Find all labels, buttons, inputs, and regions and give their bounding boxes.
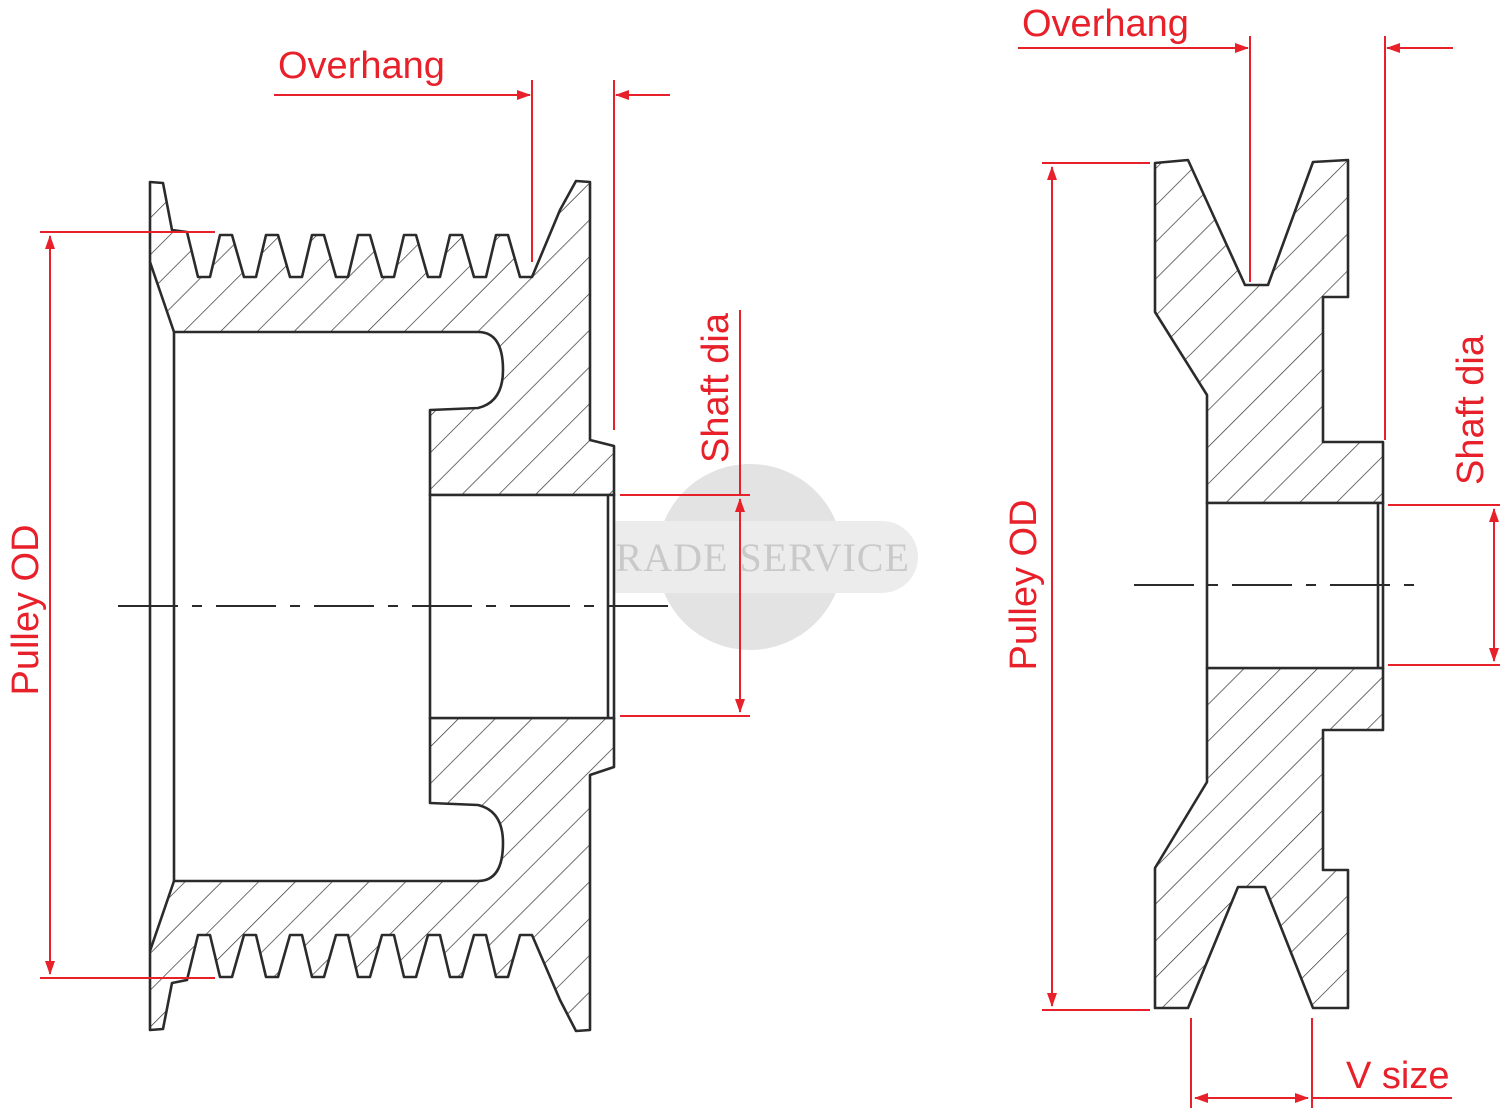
right-vsize-label: V size <box>1346 1055 1449 1097</box>
watermark-text: TRADE SERVICE <box>590 535 910 580</box>
right-overhang-label: Overhang <box>1022 3 1189 45</box>
right-pulley-lower-body <box>1153 666 1385 1010</box>
left-pulley-section <box>118 179 668 1033</box>
left-pulley-upper-body <box>148 179 616 497</box>
right-pulley-upper-body <box>1153 158 1385 505</box>
right-shaft-label: Shaft dia <box>1450 334 1492 485</box>
right-pulley-bore <box>1205 501 1385 670</box>
left-od-label: Pulley OD <box>5 524 47 695</box>
right-od-label: Pulley OD <box>1003 499 1045 670</box>
left-dimensions: Overhang Pulley OD Shaft dia <box>5 45 750 979</box>
left-pulley-lower-body <box>148 716 616 1033</box>
right-pulley-section <box>1134 158 1420 1010</box>
left-shaft-label: Shaft dia <box>695 312 737 463</box>
left-overhang-label: Overhang <box>278 45 445 87</box>
watermark: TRADE SERVICE <box>582 464 918 650</box>
right-dimensions: Overhang Pulley OD Shaft dia V size <box>1003 3 1500 1108</box>
